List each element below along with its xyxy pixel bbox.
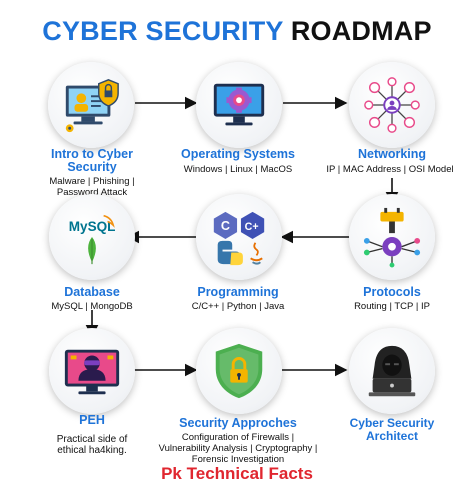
node-title: Cyber Security Architect	[317, 417, 467, 443]
node-desc-line: Configuration of Firewalls |	[181, 432, 295, 443]
node-description: Malware | Phishing | Password Attack	[7, 176, 177, 198]
database-logos-icon: MySQL	[49, 194, 135, 280]
node-title: Intro to Cyber Security	[17, 148, 167, 174]
node-description: Routing | TCP | IP	[307, 301, 474, 312]
node-desc-line: Practical side of	[56, 434, 128, 445]
node-description: Configuration of Firewalls | Vulnerabili…	[148, 432, 328, 465]
node-desc-line: Malware | Phishing |	[49, 176, 135, 187]
node-desc-line: Windows | Linux | MacOS	[183, 164, 293, 175]
node-title-line: Architect	[365, 429, 418, 443]
node-title-line: Protocols	[363, 285, 421, 299]
node-desc-line: Routing | TCP | IP	[354, 301, 430, 312]
node-desc-line: IP | MAC Address | OSI Model	[326, 164, 454, 175]
title-part-1: CYBER SECURITY	[42, 16, 284, 46]
operating-system-icon	[196, 62, 282, 148]
node-title-line: Security	[67, 160, 117, 174]
hooded-hacker-icon	[349, 328, 435, 414]
mysql-logo-text: MySQL	[69, 219, 116, 234]
node-title: Security Approches	[163, 417, 313, 430]
node-title-line: Programming	[197, 285, 279, 299]
node-title-line: Cyber Security	[349, 416, 435, 430]
computer-security-icon	[48, 62, 134, 148]
node-title: PEH	[17, 414, 167, 427]
protocol-plug-icon	[349, 194, 435, 280]
node-title: Database	[17, 286, 167, 299]
node-description: C/C++ | Python | Java	[153, 301, 323, 312]
node-desc-line: Vulnerability Analysis | Cryptography |	[158, 443, 318, 454]
node-title: Operating Systems	[163, 148, 313, 161]
node-title-line: Intro to Cyber	[51, 147, 133, 161]
node-desc-line: Password Attack	[56, 187, 128, 198]
node-title-line: Security Approches	[179, 416, 297, 430]
node-title-line: PEH	[79, 413, 105, 427]
security-shield-icon	[196, 328, 282, 414]
hacker-monitor-icon	[49, 328, 135, 414]
node-title-line: Database	[64, 285, 120, 299]
node-description: MySQL | MongoDB	[7, 301, 177, 312]
node-title-line: Networking	[357, 147, 427, 161]
node-desc-line: Forensic Investigation	[191, 454, 285, 465]
page-title: CYBER SECURITY ROADMAP	[0, 16, 474, 47]
node-description: Practical side of ethical ha4king.	[7, 434, 177, 456]
node-desc-line: ethical ha4king.	[57, 445, 127, 456]
node-description: Windows | Linux | MacOS	[153, 164, 323, 175]
svg-text:C+: C+	[245, 221, 259, 233]
node-title: Programming	[163, 286, 313, 299]
footer-brand: Pk Technical Facts	[161, 464, 313, 483]
network-icon	[349, 62, 435, 148]
node-title: Networking	[317, 148, 467, 161]
svg-text:C: C	[221, 219, 230, 233]
node-desc-line: C/C++ | Python | Java	[191, 301, 285, 312]
node-title: Protocols	[317, 286, 467, 299]
node-title-line: Operating Systems	[181, 147, 295, 161]
title-part-2: ROADMAP	[290, 16, 432, 46]
node-description: IP | MAC Address | OSI Model	[305, 164, 474, 175]
programming-languages-icon: C C+	[196, 194, 282, 280]
node-desc-line: MySQL | MongoDB	[51, 301, 133, 312]
